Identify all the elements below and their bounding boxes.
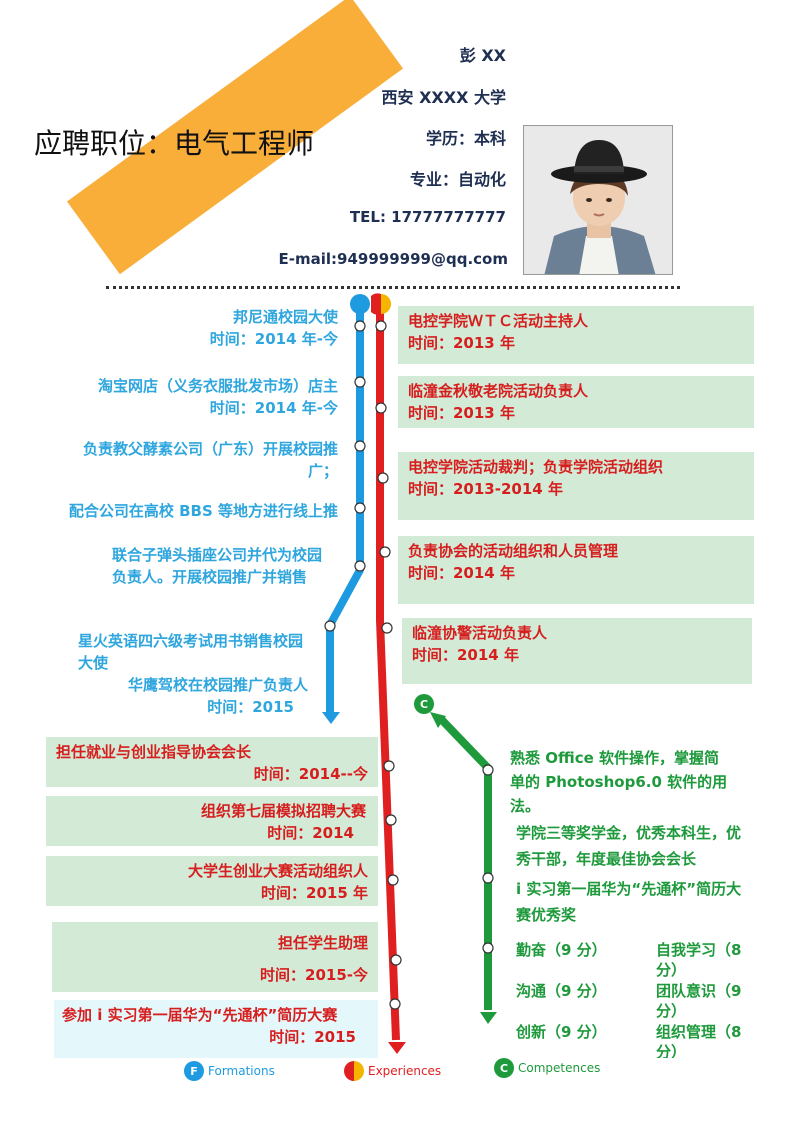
experience-title: 临潼协警活动负责人 [412, 624, 548, 642]
name: 彭 XX [459, 46, 506, 65]
tel: TEL: 17777777777 [349, 208, 506, 226]
legend-label: Experiences [368, 1064, 442, 1078]
experience-time: 时间：2014 年 [408, 564, 515, 582]
experience-item: 大学生创业大赛活动组织人 时间：2015 年 [46, 856, 378, 906]
rating-left: 沟通（9 分） [516, 982, 607, 1000]
formation-time: 时间：2014 年-今 [209, 399, 338, 417]
experience-item: 组织第七届模拟招聘大赛 时间：2014 [46, 796, 378, 846]
legend-competences: C Competences [494, 1058, 600, 1078]
rating-left: 勤奋（9 分） [516, 941, 607, 959]
formations-icon: F [184, 1061, 204, 1081]
svg-text:C: C [420, 698, 428, 711]
rating-right: 自我学习（8 分） [656, 941, 742, 979]
experience-title: 临潼金秋敬老院活动负责人 [408, 382, 589, 400]
formation-time: 广； [307, 462, 338, 480]
formation-time: 时间：2015 [207, 698, 294, 716]
job-title: 应聘职位：电气工程师 [34, 127, 315, 160]
formation-title: 负责教父酵素公司（广东）开展校园推 [82, 440, 338, 458]
experience-time: 时间：2015-今 [260, 966, 368, 984]
rating-right: 组织管理（8 分） [656, 1023, 742, 1058]
formation-item: 华鹰驾校在校园推广负责人 时间：2015 [78, 674, 308, 718]
experience-item: 参加 i 实习第一届华为“先通杯”简历大赛 时间：2015 [54, 1000, 378, 1058]
formation-item: 星火英语四六级考试用书销售校园大使 [78, 630, 310, 674]
rating-row: 勤奋（9 分） 自我学习（8 分） [516, 940, 756, 980]
experience-time: 时间：2014--今 [253, 765, 368, 783]
legend-formations: F Formations [184, 1061, 275, 1081]
competence-award: i 实习第一届华为“先通杯”简历大赛优秀奖 [516, 880, 742, 924]
experience-time: 时间：2013-2014 年 [408, 480, 563, 498]
experience-title: 参加 i 实习第一届华为“先通杯”简历大赛 [62, 1006, 338, 1024]
degree: 学历：本科 [425, 129, 506, 148]
experience-time: 时间：2015 年 [261, 884, 368, 902]
experience-title: 电控学院ＷＴＣ活动主持人 [408, 312, 589, 330]
formation-title: 配合公司在高校 BBS 等地方进行线上推 [68, 502, 338, 520]
major: 专业：自动化 [409, 170, 506, 189]
rating-row: 沟通（9 分） 团队意识（9 分） [516, 981, 756, 1021]
rating-left: 创新（9 分） [516, 1023, 607, 1041]
formation-title: 淘宝网店（义务衣服批发市场）店主 [97, 377, 338, 395]
formation-title: 联合子弹头插座公司并代为校园负责人。开展校园推广并销售 [112, 546, 323, 586]
experience-time: 时间：2015 [269, 1028, 356, 1046]
formation-item: 邦尼通校园大使 时间：2014 年-今 [160, 306, 338, 350]
competence-awards: 学院三等奖学金，优秀本科生，优秀干部，年度最佳协会会长 [516, 824, 742, 868]
experience-time: 时间：2014 [267, 824, 354, 842]
school: 西安 XXXX 大学 [381, 88, 507, 107]
experience-item: 临潼协警活动负责人 时间：2014 年 [402, 618, 752, 684]
experience-time: 时间：2013 年 [408, 404, 515, 422]
experience-title: 担任学生助理 [277, 934, 368, 952]
competence-skills: 熟悉 Office 软件操作，掌握简单的 Photoshop6.0 软件的用法。 [510, 749, 728, 815]
formation-item: 淘宝网店（义务衣服批发市场）店主 时间：2014 年-今 [60, 375, 338, 419]
rating-row: 创新（9 分） 组织管理（8 分） [516, 1022, 756, 1058]
dotted-divider [106, 286, 680, 289]
rating-right: 团队意识（9 分） [656, 982, 742, 1020]
email: E-mail:949999999@qq.com [278, 250, 508, 268]
experience-item: 电控学院活动裁判；负责学院活动组织 时间：2013-2014 年 [398, 452, 754, 520]
experience-time: 时间：2014 年 [412, 646, 519, 664]
formation-item: 联合子弹头插座公司并代为校园负责人。开展校园推广并销售 [112, 544, 332, 588]
competences-icon: C [494, 1058, 514, 1078]
formation-title: 华鹰驾校在校园推广负责人 [127, 676, 308, 694]
formation-time: 时间：2014 年-今 [209, 330, 338, 348]
experience-item: 电控学院ＷＴＣ活动主持人 时间：2013 年 [398, 306, 754, 364]
legend-label: Competences [518, 1061, 601, 1075]
experience-item: 临潼金秋敬老院活动负责人 时间：2013 年 [398, 376, 754, 428]
experience-title: 组织第七届模拟招聘大赛 [200, 802, 366, 820]
experience-title: 大学生创业大赛活动组织人 [187, 862, 368, 880]
experience-item: 担任就业与创业指导协会会长 时间：2014--今 [46, 737, 378, 787]
formation-item: 配合公司在高校 BBS 等地方进行线上推 [40, 500, 338, 522]
legend-label: Formations [208, 1064, 275, 1078]
formation-title: 星火英语四六级考试用书销售校园大使 [78, 632, 304, 672]
profile-photo [523, 125, 673, 275]
experience-time: 时间：2013 年 [408, 334, 515, 352]
experience-title: 担任就业与创业指导协会会长 [56, 743, 252, 761]
competence-ratings: 勤奋（9 分） 自我学习（8 分） 沟通（9 分） 团队意识（9 分） 创新（9… [516, 940, 756, 1058]
experience-title: 负责协会的活动组织和人员管理 [408, 542, 619, 560]
formation-title: 邦尼通校园大使 [232, 308, 338, 326]
formation-item: 负责教父酵素公司（广东）开展校园推 广； [50, 438, 338, 482]
experience-item: 担任学生助理 时间：2015-今 [52, 922, 378, 992]
experience-title: 电控学院活动裁判；负责学院活动组织 [408, 458, 664, 476]
legend-experiences: Experiences [344, 1061, 441, 1081]
experiences-icon [344, 1061, 364, 1081]
experience-item: 负责协会的活动组织和人员管理 时间：2014 年 [398, 536, 754, 604]
